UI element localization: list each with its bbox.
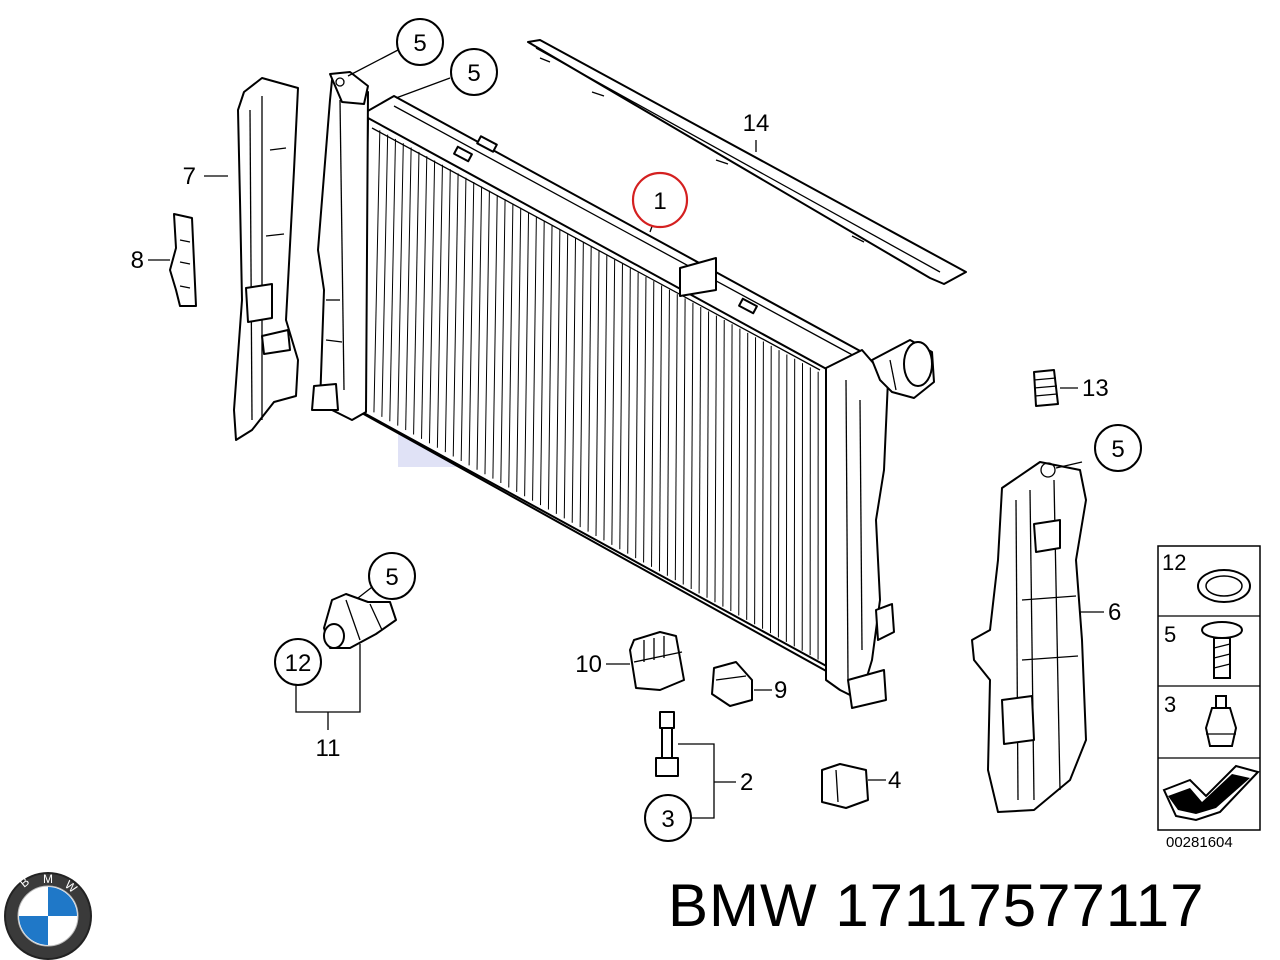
callout-label-8: 8 bbox=[131, 247, 144, 274]
radiator bbox=[311, 71, 935, 709]
holder bbox=[629, 631, 685, 691]
callout-label-12: 12 bbox=[285, 650, 312, 677]
callout-label-14: 14 bbox=[743, 110, 770, 137]
drain-plug bbox=[655, 711, 679, 777]
callout-circle-3 bbox=[644, 794, 692, 842]
rubber-mount bbox=[821, 763, 869, 809]
legend-box: 12 5 3 bbox=[1157, 545, 1261, 831]
callout-label-13: 13 bbox=[1082, 375, 1109, 402]
hose-connector bbox=[323, 593, 397, 649]
screw-icon bbox=[1201, 621, 1243, 679]
callout-circle-5b bbox=[450, 48, 498, 96]
callout-label-2: 2 bbox=[740, 769, 753, 796]
callout-label-5c: 5 bbox=[1111, 436, 1124, 463]
callout-circle-5c bbox=[1094, 424, 1142, 472]
callout-label-3: 3 bbox=[661, 806, 674, 833]
callout-label-5b: 5 bbox=[467, 60, 480, 87]
plug-cap bbox=[711, 661, 753, 707]
callout-label-10: 10 bbox=[575, 651, 602, 678]
brand-name: BMW bbox=[668, 872, 818, 939]
legend-row3-label: 3 bbox=[1164, 692, 1176, 717]
callout-label-6: 6 bbox=[1108, 599, 1121, 626]
callout-circle-12 bbox=[274, 638, 322, 686]
air-guide-strip bbox=[527, 39, 967, 285]
callout-label-4: 4 bbox=[888, 767, 901, 794]
callouts: 1 5 5 5 5 12 3 14 7 8 6 13 10 9 2 4 11 bbox=[131, 18, 1142, 842]
legend-row1-label: 12 bbox=[1162, 550, 1186, 575]
bolt-icon bbox=[1204, 695, 1238, 747]
reference-number: 00281604 bbox=[1166, 834, 1233, 851]
direction-arrow-icon bbox=[1162, 764, 1260, 822]
svg-text:M: M bbox=[43, 872, 53, 886]
right-air-duct bbox=[971, 461, 1087, 813]
left-air-duct bbox=[233, 77, 299, 441]
radiator-fins bbox=[373, 130, 819, 660]
leader-lines bbox=[148, 49, 1104, 819]
callout-label-5d: 5 bbox=[385, 564, 398, 591]
part-number: 17117577117 bbox=[835, 872, 1205, 939]
rubber-buffer bbox=[1033, 369, 1059, 407]
callout-circle-1 bbox=[631, 171, 689, 229]
callout-label-1: 1 bbox=[653, 188, 666, 215]
sealing-ring-icon bbox=[1197, 569, 1251, 603]
callout-label-11: 11 bbox=[316, 735, 341, 762]
bmw-logo: B M W bbox=[4, 872, 92, 960]
callout-label-7: 7 bbox=[183, 163, 196, 190]
callout-circle-5d bbox=[368, 552, 416, 600]
callout-label-9: 9 bbox=[774, 677, 787, 704]
callout-circle-5a bbox=[396, 18, 444, 66]
retaining-clip bbox=[169, 213, 197, 307]
callout-label-5a: 5 bbox=[413, 30, 426, 57]
legend-row2-label: 5 bbox=[1164, 622, 1176, 647]
footer-title: BMW 17117577117 bbox=[668, 876, 1204, 936]
